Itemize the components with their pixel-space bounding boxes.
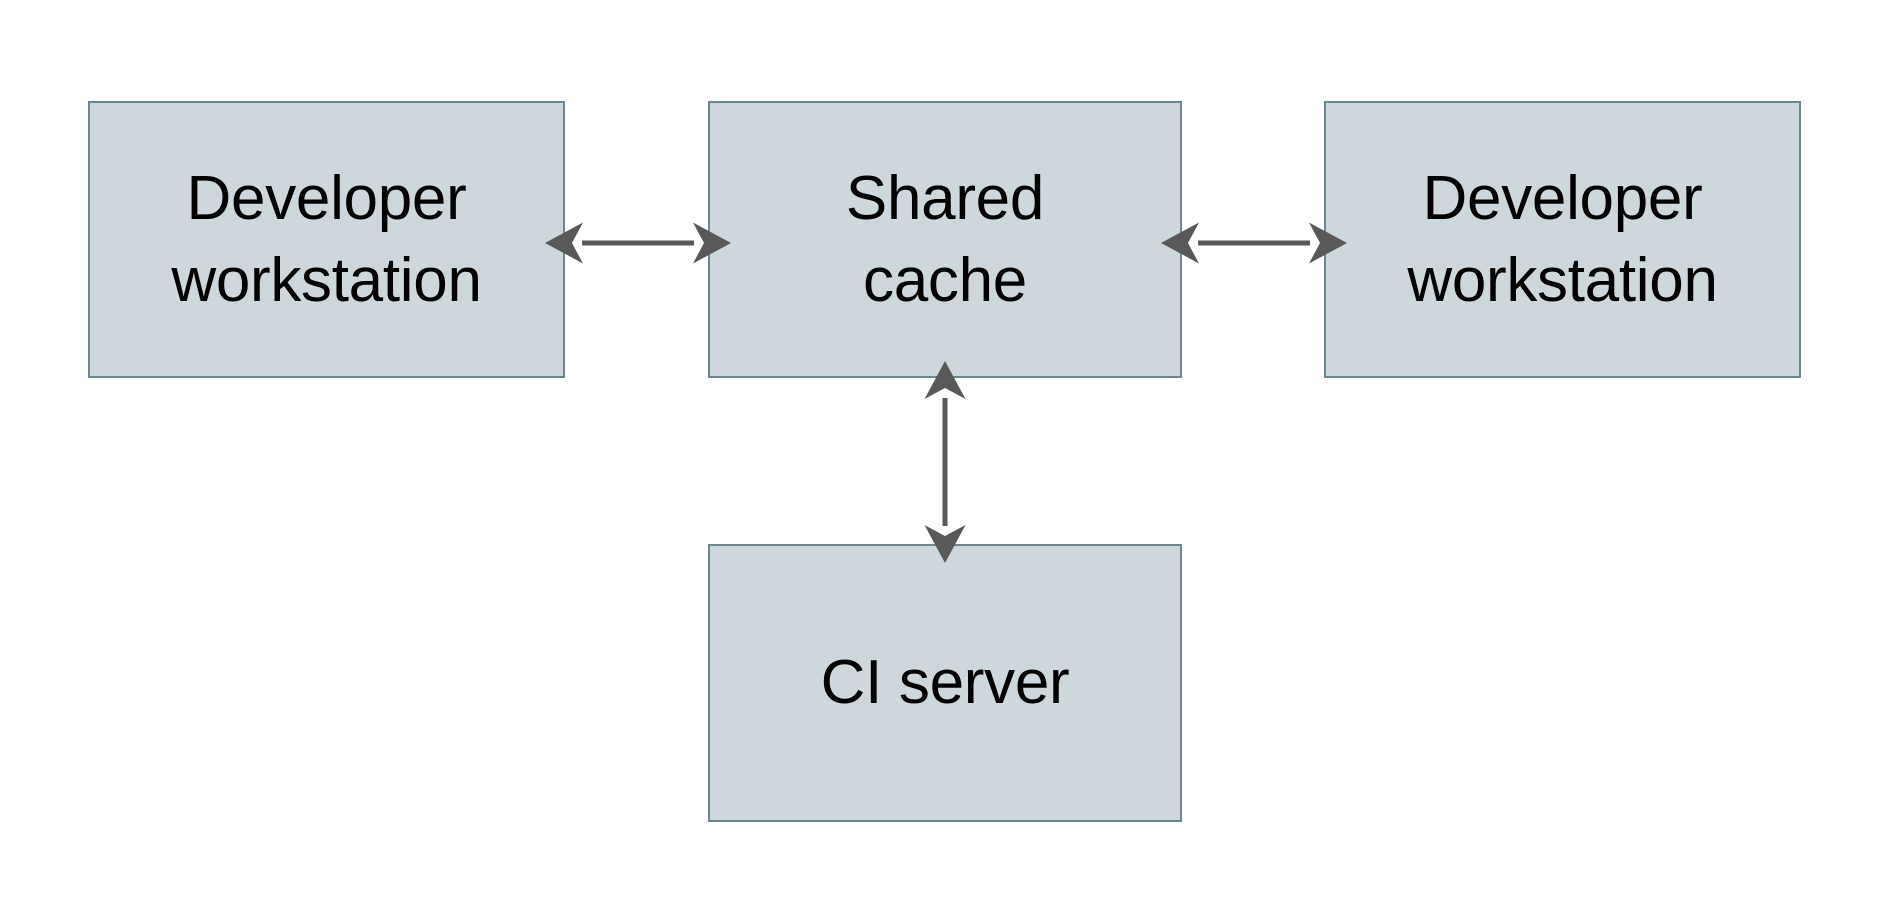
node-label-developer-workstation-right: Developer workstation [1407, 163, 1718, 315]
node-label-developer-workstation-left: Developer workstation [171, 163, 482, 315]
node-ci-server[interactable]: CI server [708, 544, 1182, 822]
node-label-shared-cache: Shared cache [845, 163, 1045, 315]
node-label-ci-server: CI server [820, 648, 1070, 718]
edge-shared-cache-to-developer-right [1160, 222, 1347, 264]
node-developer-workstation-left[interactable]: Developer workstation [88, 101, 565, 378]
node-shared-cache[interactable]: Shared cache [708, 101, 1182, 378]
node-developer-workstation-right[interactable]: Developer workstation [1324, 101, 1801, 378]
edge-developer-left-to-shared-cache [544, 222, 731, 264]
edge-shared-cache-to-ci-server [924, 360, 966, 563]
